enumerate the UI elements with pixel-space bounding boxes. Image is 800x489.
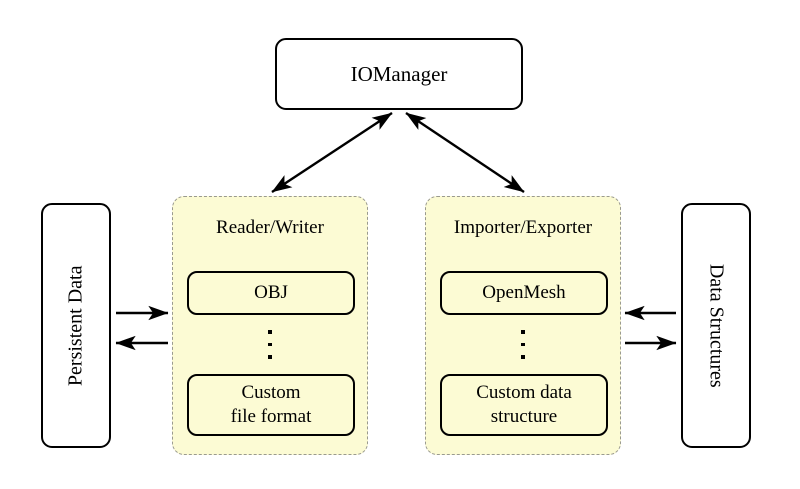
data-structures-label: Data Structures <box>705 263 728 388</box>
importer-exporter-panel-title: Importer/Exporter <box>453 217 593 238</box>
arrow-manager-importerexporter <box>405 112 525 193</box>
reader-writer-panel-title: Reader/Writer <box>216 217 324 238</box>
openmesh-box: OpenMesh <box>440 271 608 315</box>
importer-exporter-ellipsis-icon <box>426 330 620 359</box>
importer-exporter-panel: Importer/Exporter OpenMesh Custom data s… <box>425 196 621 455</box>
custom-data-structure-label: Custom data structure <box>476 381 572 429</box>
custom-data-structure-line1: Custom data <box>476 382 572 404</box>
obj-format-label: OBJ <box>254 282 288 304</box>
custom-data-structure-box: Custom data structure <box>440 374 608 436</box>
arrow-manager-readerwriter <box>271 111 393 194</box>
reader-writer-panel: Reader/Writer OBJ Custom file format <box>172 196 368 455</box>
custom-data-structure-line2: structure <box>490 406 558 427</box>
custom-file-format-line2: file format <box>230 406 312 427</box>
reader-writer-ellipsis-icon <box>173 330 367 359</box>
obj-format-box: OBJ <box>187 271 355 315</box>
custom-file-format-box: Custom file format <box>187 374 355 436</box>
data-structures-box: Data Structures <box>681 203 751 448</box>
persistent-data-label: Persistent Data <box>64 265 87 386</box>
persistent-data-box: Persistent Data <box>41 203 111 448</box>
custom-file-format-line1: Custom <box>241 382 301 404</box>
custom-file-format-label: Custom file format <box>231 381 312 429</box>
io-manager-label: IOManager <box>350 61 448 86</box>
openmesh-label: OpenMesh <box>482 282 566 304</box>
io-manager-box: IOManager <box>275 38 523 110</box>
